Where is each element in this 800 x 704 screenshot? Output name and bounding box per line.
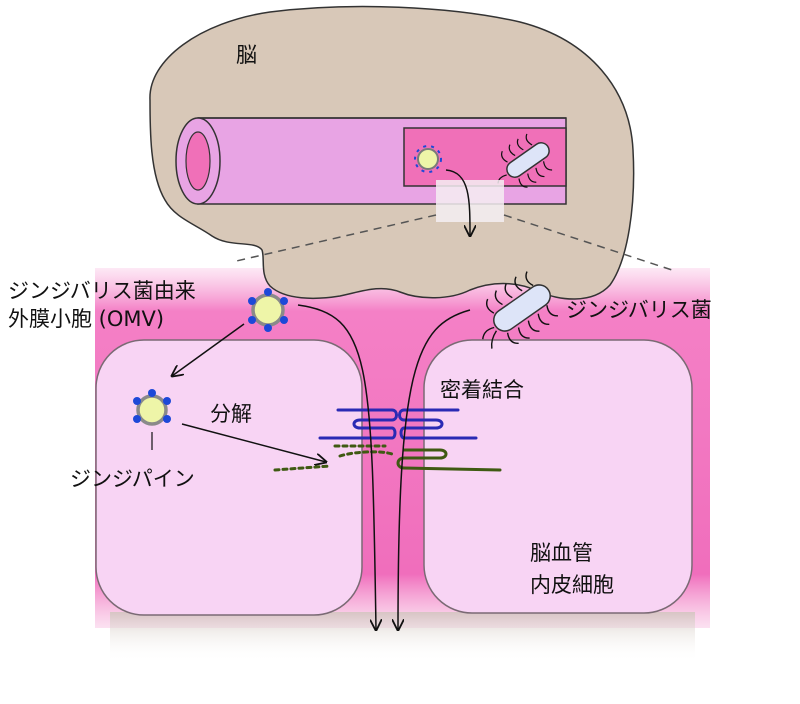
tj-blue-strand — [318, 408, 398, 440]
zoom-line-left — [231, 214, 437, 263]
zoomed-tissue — [95, 268, 710, 662]
omv-small — [414, 145, 442, 173]
omv-in-cell — [133, 389, 171, 426]
tj-green-strand — [396, 448, 502, 472]
blood-vessel — [175, 117, 567, 236]
tight-junction — [273, 408, 502, 472]
bacterium-large — [482, 271, 559, 349]
omv-to-cell-arrow — [172, 323, 245, 376]
bacterium-label: ジンジバリス菌 — [566, 298, 712, 322]
tj-green-strand-degraded — [273, 444, 394, 472]
brain-label: 脳 — [236, 43, 257, 67]
bacterium-path-arrow — [398, 309, 471, 630]
omv-large — [248, 288, 288, 332]
gingipain-label: ジンジパイン — [70, 467, 195, 491]
vessel-arrow — [445, 169, 470, 236]
degradation-label: 分解 — [210, 402, 252, 426]
omv-path-arrow — [297, 304, 376, 630]
omv-label-line2: 外膜小胞 (OMV) — [8, 307, 164, 331]
endothelial-label-line2: 内皮細胞 — [530, 573, 614, 597]
degradation-arrow — [181, 423, 326, 462]
bottom-shadow — [110, 612, 695, 662]
tight-junction-label: 密着結合 — [440, 378, 524, 402]
brain — [149, 5, 635, 300]
endothelial-label-line1: 脳血管 — [530, 541, 593, 565]
zoom-line-right — [503, 214, 673, 271]
tj-blue-strand-right — [398, 408, 478, 440]
endothelial-cell-right — [423, 339, 693, 614]
omv-label-line1: ジンジバリス菌由来 — [8, 279, 196, 303]
vessel-lumen — [185, 131, 211, 191]
bacterium-small — [497, 133, 553, 188]
